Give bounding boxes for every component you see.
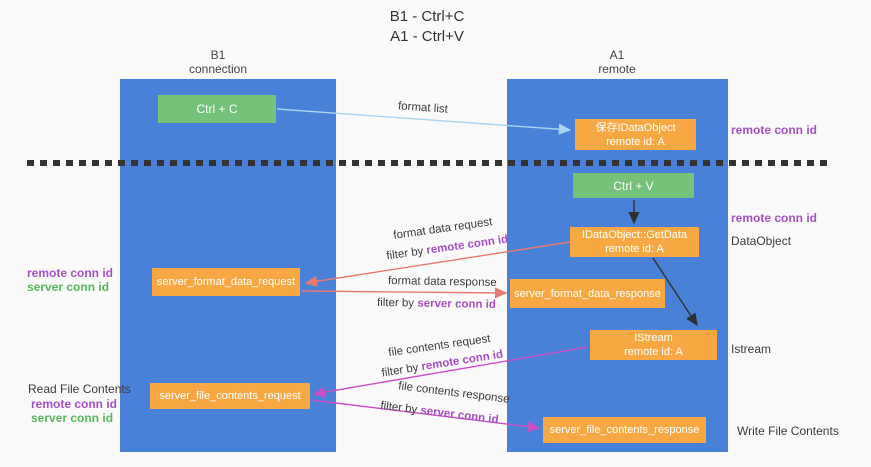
title-line-2: A1 - Ctrl+V bbox=[390, 28, 464, 45]
server-file-contents-request-label: server_file_contents_request bbox=[159, 390, 301, 402]
ctrl-v-box: Ctrl + V bbox=[573, 173, 694, 198]
filter-by-text: filter by bbox=[376, 296, 418, 310]
ctrl-c-box: Ctrl + C bbox=[158, 95, 276, 123]
left-remote-conn-id-format: remote conn id bbox=[27, 266, 114, 280]
istream-line2: remote id: A bbox=[624, 346, 683, 358]
left-column-subtitle: connection bbox=[188, 62, 248, 76]
right-remote-conn-id-mid: remote conn id bbox=[731, 211, 818, 225]
save-dataobject-line2: remote id: A bbox=[606, 135, 665, 148]
label-file-contents-response-filter: filter by server conn id bbox=[380, 400, 499, 426]
left-column-title: B1 bbox=[210, 48, 226, 62]
server-file-contents-request-box: server_file_contents_request bbox=[150, 383, 310, 409]
label-format-list: format list bbox=[397, 100, 449, 116]
server-file-contents-response-box: server_file_contents_response bbox=[543, 417, 706, 443]
remote-conn-id-emph: remote conn id bbox=[425, 233, 509, 257]
getdata-line2: remote id: A bbox=[605, 243, 664, 255]
filter-by-text: filter by bbox=[379, 399, 422, 417]
title-line-1: B1 - Ctrl+C bbox=[389, 8, 465, 25]
right-column-subtitle: remote bbox=[598, 62, 636, 76]
left-column-header: B1 connection bbox=[158, 48, 278, 76]
filter-by-text: filter by bbox=[385, 244, 428, 263]
right-istream-label: Istream bbox=[731, 342, 772, 356]
label-file-contents-response: file contents response bbox=[397, 380, 511, 406]
right-dataobject-label: DataObject bbox=[731, 234, 792, 248]
server-format-data-request-label: server_format_data_request bbox=[156, 276, 296, 288]
ctrl-v-label: Ctrl + V bbox=[613, 178, 654, 193]
diagram-title: B1 - Ctrl+C A1 - Ctrl+V bbox=[327, 7, 527, 47]
save-dataobject-line1: 保存IDataObject bbox=[595, 121, 676, 134]
getdata-line1: IDataObject::GetData bbox=[581, 229, 688, 241]
server-format-data-response-box: server_format_data_response bbox=[510, 279, 665, 308]
filter-by-text: filter by bbox=[380, 361, 423, 380]
right-column-header: A1 remote bbox=[557, 48, 677, 76]
right-write-file-contents-label: Write File Contents bbox=[737, 424, 839, 438]
left-server-conn-id-format: server conn id bbox=[27, 280, 110, 294]
istream-box: IStream remote id: A bbox=[590, 330, 717, 360]
left-remote-conn-id-file: remote conn id bbox=[31, 397, 118, 411]
phase-divider-dashed-line bbox=[27, 160, 830, 166]
left-server-conn-id-file: server conn id bbox=[31, 411, 114, 425]
server-format-data-request-box: server_format_data_request bbox=[152, 268, 300, 296]
label-format-data-response: format data response bbox=[387, 275, 497, 289]
getdata-box: IDataObject::GetData remote id: A bbox=[570, 227, 699, 257]
right-remote-conn-id-top: remote conn id bbox=[731, 123, 818, 137]
label-format-data-response-filter: filter by server conn id bbox=[377, 297, 496, 311]
server-format-data-response-label: server_format_data_response bbox=[514, 287, 661, 300]
left-read-file-contents-label: Read File Contents bbox=[28, 382, 131, 396]
save-dataobject-box: 保存IDataObject remote id: A bbox=[575, 119, 696, 150]
istream-line1: IStream bbox=[634, 332, 673, 344]
ctrl-c-label: Ctrl + C bbox=[196, 102, 238, 116]
server-conn-id-emph: server conn id bbox=[417, 297, 496, 312]
server-file-contents-response-label: server_file_contents_response bbox=[549, 424, 700, 436]
right-column-title: A1 bbox=[609, 48, 625, 62]
server-conn-id-emph: server conn id bbox=[419, 404, 500, 427]
